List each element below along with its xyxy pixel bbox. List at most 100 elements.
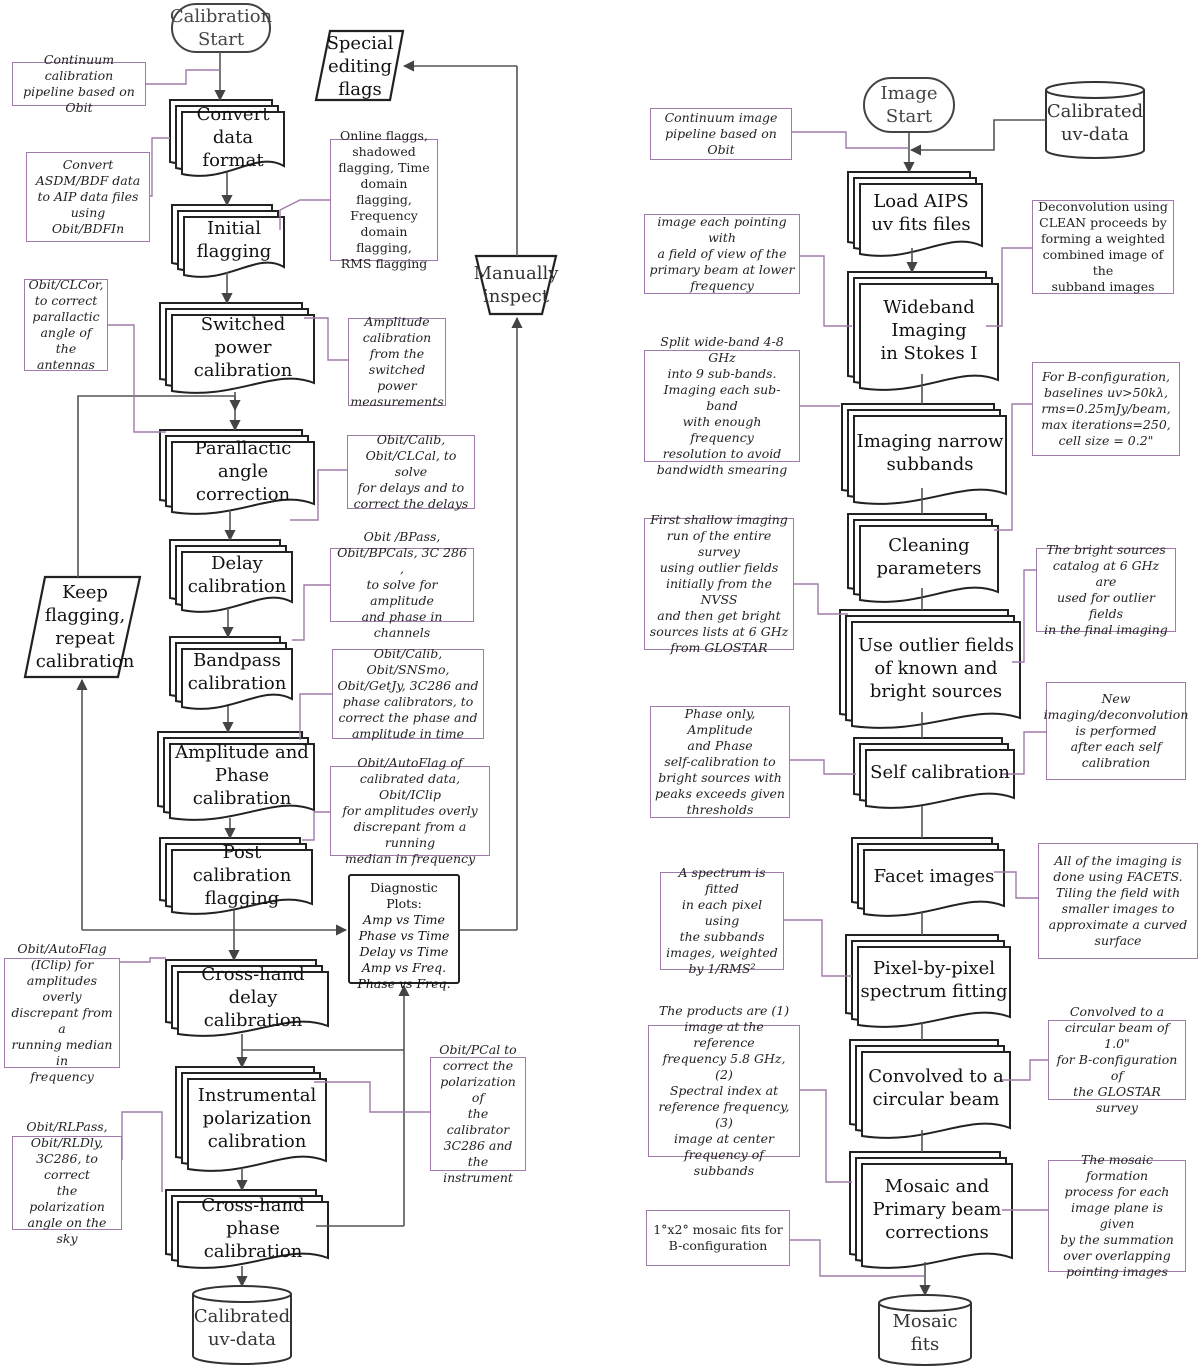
step-cross-hand-phase-calibration: Cross-hand phase calibration [201, 1194, 305, 1262]
note-image-each-pointing: image each pointing with a field of view… [644, 214, 800, 294]
step-imaging-narrow-subbands: Imaging narrow subbands [856, 431, 1004, 475]
step-instrumental-polarization-calibration: Instrumental polarization calibration [197, 1084, 317, 1152]
step-load-aips-uv-fits-shape [847, 171, 983, 257]
step-post-calibration-flagging: Post calibration flagging [192, 841, 292, 909]
note-new-imaging-deconvolution: New imaging/deconvolution is performed a… [1044, 682, 1188, 780]
note-continuum-calibration-pipeline: Continuum calibration pipeline based on … [12, 52, 146, 115]
step-wideband-imaging-stokes-i-shape [847, 271, 999, 391]
note-obit-calib-delay: Obit/Calib, Obit/CLCal, to solve for del… [347, 432, 475, 511]
note-connector [120, 957, 166, 963]
note-connector [314, 1081, 430, 1113]
step-facet-images: Facet images [873, 865, 995, 887]
note-connector [108, 324, 166, 433]
image-start: Image Start [880, 83, 938, 127]
step-initial-flagging-shape [171, 204, 285, 278]
step-bandpass-calibration-shape [169, 636, 293, 710]
step-amplitude-phase-calibration-shape [157, 731, 315, 821]
note-obit-calib-snsmo: Obit/Calib, Obit/SNSmo, Obit/GetJy, 3C28… [332, 646, 484, 741]
note-connector [304, 317, 348, 361]
note-connector [121, 1111, 163, 1192]
step-self-calibration: Self calibration [870, 761, 1010, 783]
step-parallactic-angle-correction-shape [159, 429, 315, 515]
step-self-calibration-shape [853, 737, 1015, 809]
step-cross-hand-delay-calibration-shape [165, 959, 329, 1037]
step-amplitude-phase-calibration: Amplitude and Phase calibration [175, 741, 309, 809]
note-switched-power-amplitude: Amplitude calibration from the switched … [348, 314, 446, 409]
note-mosaic-formation: The mosaic formation process for each im… [1048, 1152, 1186, 1279]
note-first-shallow-imaging: First shallow imaging run of the entire … [644, 512, 794, 655]
note-facets-tiling: All of the imaging is done using FACETS.… [1038, 843, 1198, 959]
calibration-start: Calibration Start [169, 6, 273, 50]
note-connector [790, 1239, 924, 1277]
note-connector [1012, 569, 1036, 663]
note-connector [792, 131, 908, 149]
diagnostic-plot-item: Phase vs Freq. [357, 976, 451, 991]
note-obit-clcor: Obit/CLCor, to correct parallactic angle… [24, 277, 108, 372]
step-use-outlier-fields: Use outlier fields of known and bright s… [857, 634, 1015, 702]
note-continuum-image-pipeline: Continuum image pipeline based on Obit [650, 108, 792, 160]
step-wideband-imaging-stokes-i: Wideband Imaging in Stokes I [880, 296, 978, 364]
note-mosaic-fits-b-config: 1°x2° mosaic fits for B-configuration [646, 1210, 790, 1266]
note-spectrum-fitted: A spectrum is fitted in each pixel using… [660, 865, 784, 976]
step-parallactic-angle-correction: Parallactic angle correction [194, 437, 292, 505]
manually-inspect-shape [474, 254, 558, 316]
step-cleaning-parameters-shape [847, 513, 999, 603]
step-imaging-narrow-subbands-shape [841, 403, 1007, 505]
note-connector [290, 469, 347, 521]
step-cross-hand-phase-calibration-shape [165, 1189, 329, 1269]
step-bandpass-calibration: Bandpass calibration [187, 650, 287, 694]
step-delay-calibration: Delay calibration [187, 553, 287, 597]
calibrated-uv-data-output: Calibrated uv-data [193, 1306, 291, 1350]
step-initial-flagging: Initial flagging [196, 218, 272, 262]
note-phase-self-calibration: Phase only, Amplitude and Phase self-cal… [650, 706, 790, 818]
step-switched-power-calibration-shape [159, 302, 315, 394]
note-connector [299, 693, 332, 740]
calibrated-uv-data-input: Calibrated uv-data [1046, 101, 1144, 145]
step-cross-hand-delay-calibration: Cross-hand delay calibration [201, 963, 305, 1031]
note-convert-asdm-bdf: Convert ASDM/BDF data to AIP data files … [26, 152, 150, 242]
step-facet-images-shape [851, 837, 1005, 917]
note-connector [790, 759, 856, 775]
note-initial-flagging-methods: Online flaggs, shadowed flagging, Time d… [330, 128, 438, 271]
flow-line [912, 119, 1046, 151]
note-connector [279, 199, 330, 230]
step-use-outlier-fields-shape [839, 609, 1021, 729]
note-connector [800, 255, 852, 327]
calibrated-uv-data-output-shape [192, 1294, 292, 1365]
keep-flagging-repeat-calibration-shape [23, 575, 142, 679]
note-connector [146, 69, 220, 85]
note-connector [292, 584, 330, 641]
calibrated-uv-data-input-shape [1045, 90, 1145, 159]
note-obit-rlpass: Obit/RLPass, Obit/RLDly, 3C286, to corre… [12, 1119, 122, 1246]
calibration-start-shape [171, 3, 271, 53]
step-convert-data-format-shape [169, 99, 285, 177]
note-connector [800, 1089, 852, 1183]
note-split-wideband: Split wide-band 4-8 GHz into 9 sub-bands… [644, 334, 800, 477]
manually-inspect: Manually inspect [473, 263, 559, 307]
note-deconvolution-clean: Deconvolution using CLEAN proceeds by fo… [1032, 199, 1174, 294]
note-connector [302, 811, 330, 841]
note-connector [794, 583, 848, 615]
step-mosaic-primary-beam-corrections: Mosaic and Primary beam corrections [872, 1175, 1002, 1243]
diagnostic-plots-title: Diagnostic Plots: [370, 880, 438, 911]
note-connector [1002, 731, 1046, 775]
step-convert-data-format: Convert data format [196, 103, 270, 171]
step-convolved-circular-beam-shape [849, 1039, 1011, 1139]
note-bright-sources-catalog: The bright sources catalog at 6 GHz are … [1036, 542, 1176, 637]
note-connector [994, 871, 1038, 899]
step-load-aips-uv-fits: Load AIPS uv fits files [871, 191, 971, 235]
diagnostic-plot-item: Amp vs Time [363, 912, 445, 927]
note-obit-autoflag-postcal: Obit/AutoFlag of calibrated data, Obit/I… [330, 755, 490, 866]
note-connector [986, 247, 1032, 327]
diagnostic-plot-item: Delay vs Time [359, 944, 449, 959]
step-pixel-by-pixel-spectrum-fitting: Pixel-by-pixel spectrum fitting [860, 958, 1008, 1002]
step-instrumental-polarization-calibration-shape [175, 1066, 327, 1172]
step-cleaning-parameters: Cleaning parameters [876, 535, 982, 579]
note-obit-pcal: Obit/PCal to correct the polarization of… [430, 1042, 526, 1185]
flow-line [77, 395, 235, 577]
step-switched-power-calibration: Switched power calibration [193, 313, 293, 381]
note-connector [784, 919, 852, 977]
note-connector [1000, 1059, 1048, 1081]
note-connector [150, 137, 170, 197]
